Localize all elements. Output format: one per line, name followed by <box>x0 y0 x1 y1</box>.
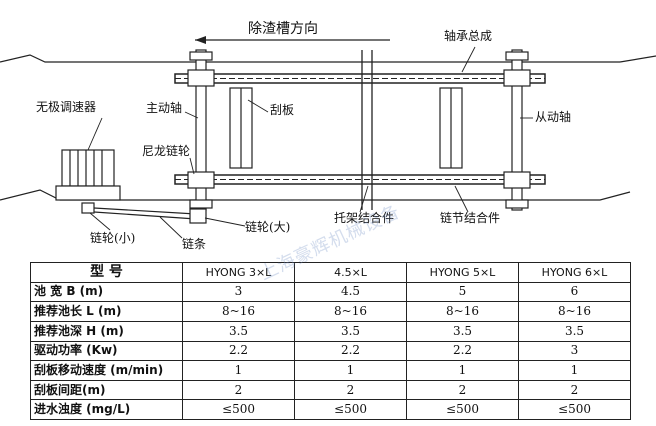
cell: ≤500 <box>182 399 295 420</box>
cell: 2 <box>406 379 519 401</box>
table-row: 池 宽 B (m) 3 4.5 5 6 <box>30 281 631 303</box>
main-shaft-label: 主动轴 <box>146 100 182 115</box>
cell: 3.5 <box>294 320 407 342</box>
row-label: 驱动功率 (Kw) <box>30 340 183 362</box>
row-label: 刮板移动速度 (m/min) <box>30 360 183 381</box>
model-header: 型 号 <box>30 262 183 283</box>
chain-link-assembly-label: 链节结合件 <box>440 210 500 225</box>
large-sprocket-label: 链轮(大) <box>245 219 290 234</box>
spec-header-row: 型 号 HYONG 3×L 4.5×L HYONG 5×L HYONG 6×L <box>30 262 631 283</box>
table-row: 刮板间距(m) 2 2 2 2 <box>30 379 631 401</box>
chain-label: 链条 <box>182 236 206 251</box>
scraper-left <box>229 87 253 169</box>
direction-label: 除渣槽方向 <box>248 21 318 37</box>
cell: 2.2 <box>182 340 295 362</box>
cell: 1 <box>406 360 519 381</box>
cell: 3.5 <box>406 320 519 342</box>
bearing-assembly-label: 轴承总成 <box>444 28 492 43</box>
spec-table: 型 号 HYONG 3×L 4.5×L HYONG 5×L HYONG 6×L … <box>30 262 631 420</box>
scraper-machine-diagram: 除渣槽方向 轴承总成 无极调速器 主动轴 刮板 从动轴 尼龙链轮 托架结合件 链… <box>0 21 656 251</box>
cell: 2.2 <box>294 340 407 362</box>
table-row: 进水浊度 (mg/L) ≤500 ≤500 ≤500 ≤500 <box>30 399 631 420</box>
drive-train <box>81 202 207 224</box>
table-row: 刮板移动速度 (m/min) 1 1 1 1 <box>30 360 631 381</box>
bracket-assembly-label: 托架结合件 <box>334 210 394 225</box>
direction-arrow <box>195 36 390 44</box>
upper-chain <box>174 73 546 84</box>
model-col: HYONG 5×L <box>406 262 519 283</box>
small-sprocket-label: 链轮(小) <box>90 230 135 245</box>
cell: ≤500 <box>406 399 519 420</box>
cell: 8~16 <box>182 301 295 322</box>
cell: 1 <box>182 360 295 381</box>
table-row: 推荐池深 H (m) 3.5 3.5 3.5 3.5 <box>30 320 631 342</box>
model-col: HYONG 3×L <box>182 262 295 283</box>
leader-lines <box>87 46 533 239</box>
cell: 6 <box>518 281 631 303</box>
cell: 5 <box>406 281 519 303</box>
cell: 2.2 <box>406 340 519 362</box>
row-label: 推荐池深 H (m) <box>30 320 183 342</box>
cell: 2 <box>182 379 295 401</box>
cell: 3.5 <box>182 320 295 342</box>
cell: 8~16 <box>406 301 519 322</box>
scraper-right <box>439 87 463 169</box>
cell: ≤500 <box>294 399 407 420</box>
cell: 2 <box>518 379 631 401</box>
model-col: 4.5×L <box>294 262 407 283</box>
speed-reducer-label: 无极调速器 <box>36 100 96 114</box>
cell: 2 <box>294 379 407 401</box>
row-label: 池 宽 B (m) <box>30 281 183 303</box>
cell: 3.5 <box>518 320 631 342</box>
model-col: HYONG 6×L <box>518 262 631 283</box>
cell: 1 <box>294 360 407 381</box>
cell: 8~16 <box>294 301 407 322</box>
speed-reducer <box>55 149 121 201</box>
scraper-label: 刮板 <box>270 103 294 117</box>
row-label: 推荐池长 L (m) <box>30 301 183 322</box>
cell: 4.5 <box>294 281 407 303</box>
cell: 3 <box>182 281 295 303</box>
cell: 1 <box>518 360 631 381</box>
table-row: 推荐池长 L (m) 8~16 8~16 8~16 8~16 <box>30 301 631 322</box>
cell: ≤500 <box>518 399 631 420</box>
cell: 8~16 <box>518 301 631 322</box>
row-label: 刮板间距(m) <box>30 379 183 401</box>
cell: 3 <box>518 340 631 362</box>
table-row: 驱动功率 (Kw) 2.2 2.2 2.2 3 <box>30 340 631 362</box>
center-bracket <box>361 50 373 210</box>
driven-shaft <box>503 49 531 211</box>
row-label: 进水浊度 (mg/L) <box>30 399 183 420</box>
lower-chain <box>174 174 546 185</box>
nylon-sprocket-label: 尼龙链轮 <box>142 143 190 158</box>
main-shaft <box>187 49 215 211</box>
driven-shaft-label: 从动轴 <box>535 109 571 124</box>
